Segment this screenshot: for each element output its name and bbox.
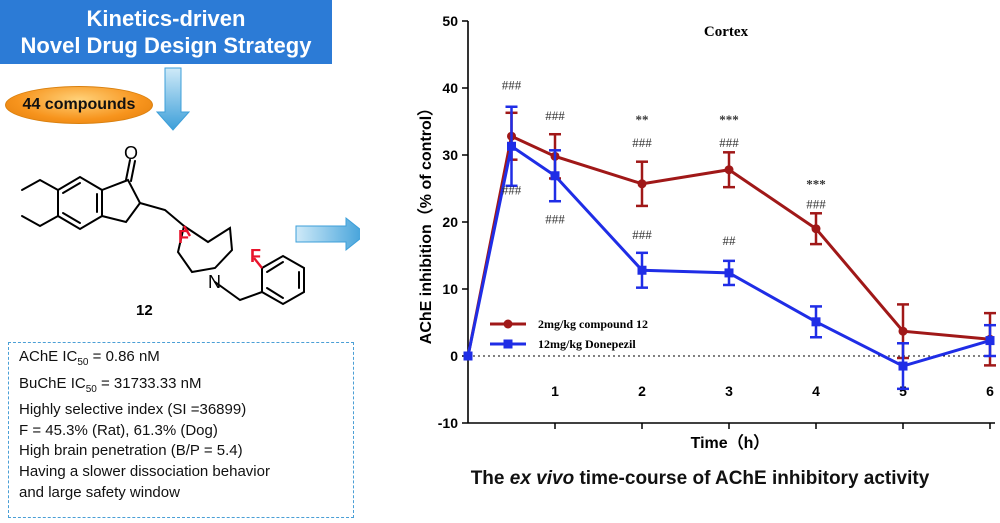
y-tick-label: 20: [442, 214, 458, 230]
x-tick-label: 5: [899, 383, 907, 399]
y-tick-label: 10: [442, 281, 458, 297]
safety-window-text: and large safety window: [19, 483, 180, 501]
legend-label: 2mg/kg compound 12: [538, 317, 648, 331]
right-arrow-icon: [295, 216, 360, 252]
x-tick-label: 3: [725, 383, 733, 399]
significance-annotation: ###: [719, 135, 739, 150]
properties-box: AChE IC50 = 0.86 nM BuChE IC50 = 31733.3…: [8, 342, 354, 518]
significance-annotation: ***: [806, 177, 826, 192]
significance-annotation: ###: [502, 183, 522, 198]
y-tick-label: 0: [450, 348, 458, 364]
chart-title: Cortex: [704, 24, 749, 40]
data-point: [724, 165, 734, 175]
y-tick-label: 30: [442, 147, 458, 163]
legend-label: 12mg/kg Donepezil: [538, 337, 636, 351]
buche-ic50: BuChE IC50 = 31733.33 nM: [19, 374, 202, 395]
data-point: [811, 317, 821, 327]
significance-annotation: **: [636, 112, 649, 127]
series-line-2: [466, 143, 991, 368]
piperidine-fluorine: F: [178, 227, 189, 247]
compounds-pill-label: 44 compounds: [22, 96, 136, 113]
significance-annotation: ###: [502, 77, 522, 92]
data-point: [985, 336, 995, 346]
data-point: [811, 224, 821, 234]
figure-caption: The ex vivo time-course of AChE inhibito…: [470, 468, 930, 489]
y-tick-label: 50: [442, 13, 458, 29]
compound-number: 12: [136, 302, 153, 319]
data-point: [507, 141, 516, 151]
y-tick-label: -10: [438, 415, 458, 431]
compound-structure: O F F N: [21, 67, 360, 306]
data-point: [550, 171, 560, 181]
carbonyl-oxygen: O: [124, 143, 138, 163]
significance-annotation: ###: [545, 108, 565, 123]
banner-line-1: Kinetics-driven: [86, 6, 246, 31]
significance-annotation: ###: [632, 227, 652, 242]
data-point: [898, 326, 908, 336]
legend-marker: [503, 339, 513, 349]
data-point: [724, 268, 734, 278]
aryl-fluorine: F: [250, 246, 261, 266]
bioavailability: F = 45.3% (Rat), 61.3% (Dog): [19, 421, 218, 439]
series-line-1: [466, 134, 991, 357]
data-point: [637, 265, 647, 275]
significance-annotation: ###: [632, 135, 652, 150]
down-arrow-icon: [155, 67, 191, 131]
brain-penetration: High brain penetration (B/P = 5.4): [19, 442, 243, 460]
ache-ic50: AChE IC50 = 0.86 nM: [19, 348, 160, 368]
chart-legend: 2mg/kg compound 12 12mg/kg Donepezil: [490, 317, 648, 351]
x-tick-label: 6: [986, 383, 994, 399]
strategy-banner: Kinetics-driven Novel Drug Design Strate…: [0, 0, 332, 64]
banner-line-2: Novel Drug Design Strategy: [20, 33, 312, 58]
data-point: [463, 351, 473, 361]
compounds-pill: 44 compounds: [5, 86, 153, 124]
significance-annotation: ###: [545, 211, 565, 226]
y-tick-label: 40: [442, 80, 458, 96]
piperidine-nitrogen: N: [208, 272, 221, 292]
significance-annotation: ##: [723, 233, 737, 248]
x-tick-label: 4: [812, 383, 820, 399]
significance-annotation: ###: [806, 197, 826, 212]
selectivity-index: Highly selective index (SI =36899): [19, 401, 247, 419]
y-axis-label: AChE inhibition（% of control）: [417, 100, 435, 344]
x-tick-label: 2: [638, 383, 646, 399]
significance-annotation: ***: [719, 112, 739, 127]
legend-marker: [503, 319, 513, 329]
data-point: [637, 179, 647, 189]
x-tick-label: 1: [551, 383, 559, 399]
x-axis-label: Time（h）: [691, 434, 770, 452]
dissociation-text: Having a slower dissociation behavior: [19, 462, 270, 480]
data-point: [898, 361, 908, 371]
